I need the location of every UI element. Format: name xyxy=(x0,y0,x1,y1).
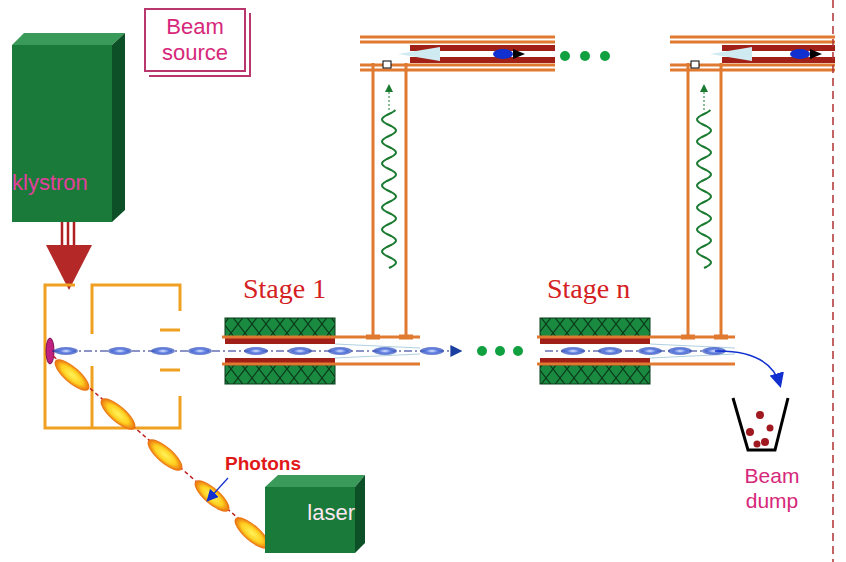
photons-label: Photons xyxy=(225,453,301,476)
node-text: laser xyxy=(307,500,355,526)
dump-label: Beam dump xyxy=(737,463,807,513)
node-text: klystron xyxy=(12,170,88,196)
laser-box: laser xyxy=(265,487,355,553)
stage-label: Stage 1 xyxy=(243,272,326,306)
node-text: Beam source xyxy=(146,14,244,67)
klystron-box: klystron xyxy=(12,45,112,222)
source-box: Beam source xyxy=(144,8,246,72)
stage-label: Stage n xyxy=(547,272,630,306)
